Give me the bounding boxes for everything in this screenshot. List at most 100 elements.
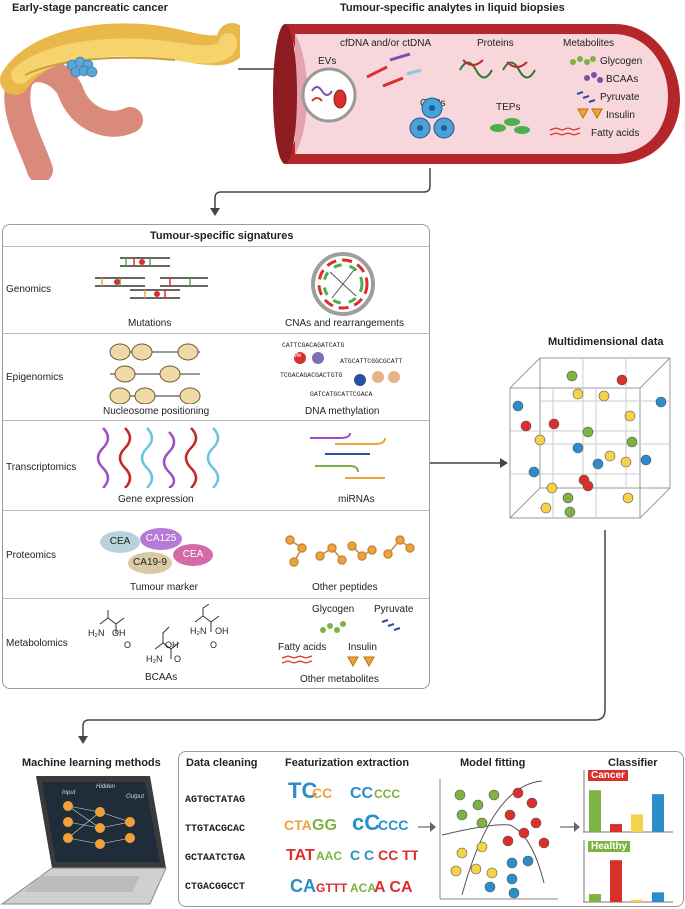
- scatter-point: [506, 873, 518, 885]
- metabolites-label: Metabolites: [563, 38, 615, 49]
- classifier-cancer-chart: [583, 770, 673, 836]
- scatter-point: [476, 817, 488, 829]
- insulin-label: Insulin: [606, 110, 635, 121]
- pyruvate-label: Pyruvate: [600, 92, 640, 103]
- svg-text:CC: CC: [350, 785, 374, 802]
- row-label-genomics: Genomics: [6, 284, 52, 295]
- bcaa-icon: [584, 72, 603, 83]
- svg-text:A CA: A CA: [374, 879, 413, 896]
- scatter-point: [470, 863, 482, 875]
- arrow-to-ml: [78, 530, 606, 744]
- sig-glycogen-label: Glycogen: [312, 604, 355, 615]
- meth-seq-1: CATTCGACAGATCATG: [282, 342, 345, 349]
- mirnas-label: miRNAs: [338, 494, 375, 505]
- pancreas-illustration: [0, 23, 240, 180]
- svg-text:cC: cC: [352, 810, 380, 835]
- cfdna-label: cfDNA and/or ctDNA: [340, 38, 432, 49]
- ml-title: Machine learning methods: [22, 757, 161, 769]
- tumour-marker-label: Tumour marker: [130, 582, 198, 593]
- sig-fatty-acids-label: Fatty acids: [278, 642, 327, 653]
- scatter-point: [512, 400, 524, 412]
- seq-4: CTGACGGCCT: [185, 882, 246, 893]
- teps-label: TEPs: [496, 102, 521, 113]
- classifier-bar: [589, 790, 601, 832]
- nucleosome-label: Nucleosome positioning: [103, 406, 210, 417]
- healthy-badge: Healthy: [588, 841, 631, 852]
- sig-insulin-icon: [347, 656, 375, 668]
- arrow-to-fitting: [418, 822, 436, 832]
- pancreas-title: Early-stage pancreatic cancer: [12, 2, 168, 14]
- seq-3: GCTAATCTGA: [185, 853, 246, 864]
- scatter-point: [504, 809, 516, 821]
- classifier-bar: [631, 899, 643, 902]
- sig-pyruvate-icon: [381, 619, 401, 631]
- chem-h2n-2: H₂N: [146, 654, 163, 664]
- mirnas-icon: [310, 432, 386, 479]
- scatter-point: [526, 797, 538, 809]
- marker-cea-1: CEA: [100, 531, 140, 553]
- scatter-point: [624, 410, 636, 422]
- glycogen-icon: [570, 56, 596, 65]
- fatty-acids-label: Fatty acids: [591, 128, 640, 139]
- scatter-point: [572, 388, 584, 400]
- me-tag: Me: [293, 353, 302, 359]
- row-label-proteomics: Proteomics: [6, 550, 57, 561]
- model-fitting-points: [432, 775, 562, 903]
- scatter-point: [512, 787, 524, 799]
- scatter-point: [472, 799, 484, 811]
- svg-text:AAC: AAC: [316, 849, 342, 863]
- signatures-title: Tumour-specific signatures: [150, 230, 294, 242]
- cancer-badge: Cancer: [588, 770, 628, 781]
- scatter-point: [488, 789, 500, 801]
- scatter-point: [572, 442, 584, 454]
- classifier-bar: [589, 894, 601, 902]
- multidim-points: [500, 350, 680, 530]
- scatter-point: [582, 480, 594, 492]
- scatter-point: [546, 482, 558, 494]
- pyruvate-icon: [576, 91, 596, 103]
- scatter-point: [620, 456, 632, 468]
- bcaa-structures: [99, 604, 220, 659]
- svg-text:TC: TC: [288, 778, 317, 803]
- gene-expression-label: Gene expression: [118, 494, 194, 505]
- dna-methylation-label: DNA methylation: [305, 406, 380, 417]
- scatter-point: [486, 867, 498, 879]
- scatter-point: [540, 502, 552, 514]
- svg-text:CC TT: CC TT: [378, 847, 418, 863]
- scatter-point: [456, 847, 468, 859]
- svg-text:CCC: CCC: [378, 817, 408, 833]
- chem-h2n-3: H₂N: [190, 626, 207, 636]
- cna-circos-icon: [311, 252, 375, 316]
- scatter-point: [538, 837, 550, 849]
- scatter-point: [655, 396, 667, 408]
- chem-o-1: O: [124, 640, 132, 650]
- mutations-label: Mutations: [128, 318, 172, 329]
- bcaas-sig-label: BCAAs: [145, 672, 178, 683]
- scatter-point: [508, 887, 520, 899]
- scatter-point: [566, 370, 578, 382]
- scatter-point: [548, 418, 560, 430]
- row-label-epigenomics: Epigenomics: [6, 372, 64, 383]
- svg-text:ACA: ACA: [350, 881, 376, 895]
- arrow-to-signatures: [210, 168, 431, 216]
- chem-oh-1: OH: [112, 628, 126, 638]
- sig-pyruvate-label: Pyruvate: [374, 604, 414, 615]
- svg-text:C C: C C: [350, 847, 374, 863]
- sig-glycogen-icon: [320, 621, 346, 633]
- scatter-point: [518, 827, 530, 839]
- row-label-transcriptomics: Transcriptomics: [6, 462, 77, 473]
- cfdna-icon: [366, 52, 422, 88]
- other-peptides-label: Other peptides: [312, 582, 378, 593]
- scatter-point: [476, 841, 488, 853]
- scatter-point: [456, 809, 468, 821]
- svg-text:CC: CC: [312, 785, 332, 801]
- scatter-point: [450, 865, 462, 877]
- classifier-bar: [652, 794, 664, 832]
- scatter-point: [616, 374, 628, 386]
- laptop-illustration: [0, 776, 167, 905]
- arrow-to-classifier: [560, 822, 580, 832]
- scatter-point: [484, 881, 496, 893]
- laptop-input-label: Input: [62, 790, 76, 796]
- fatty-acids-icon: [549, 127, 581, 136]
- svg-text:CA: CA: [290, 876, 316, 896]
